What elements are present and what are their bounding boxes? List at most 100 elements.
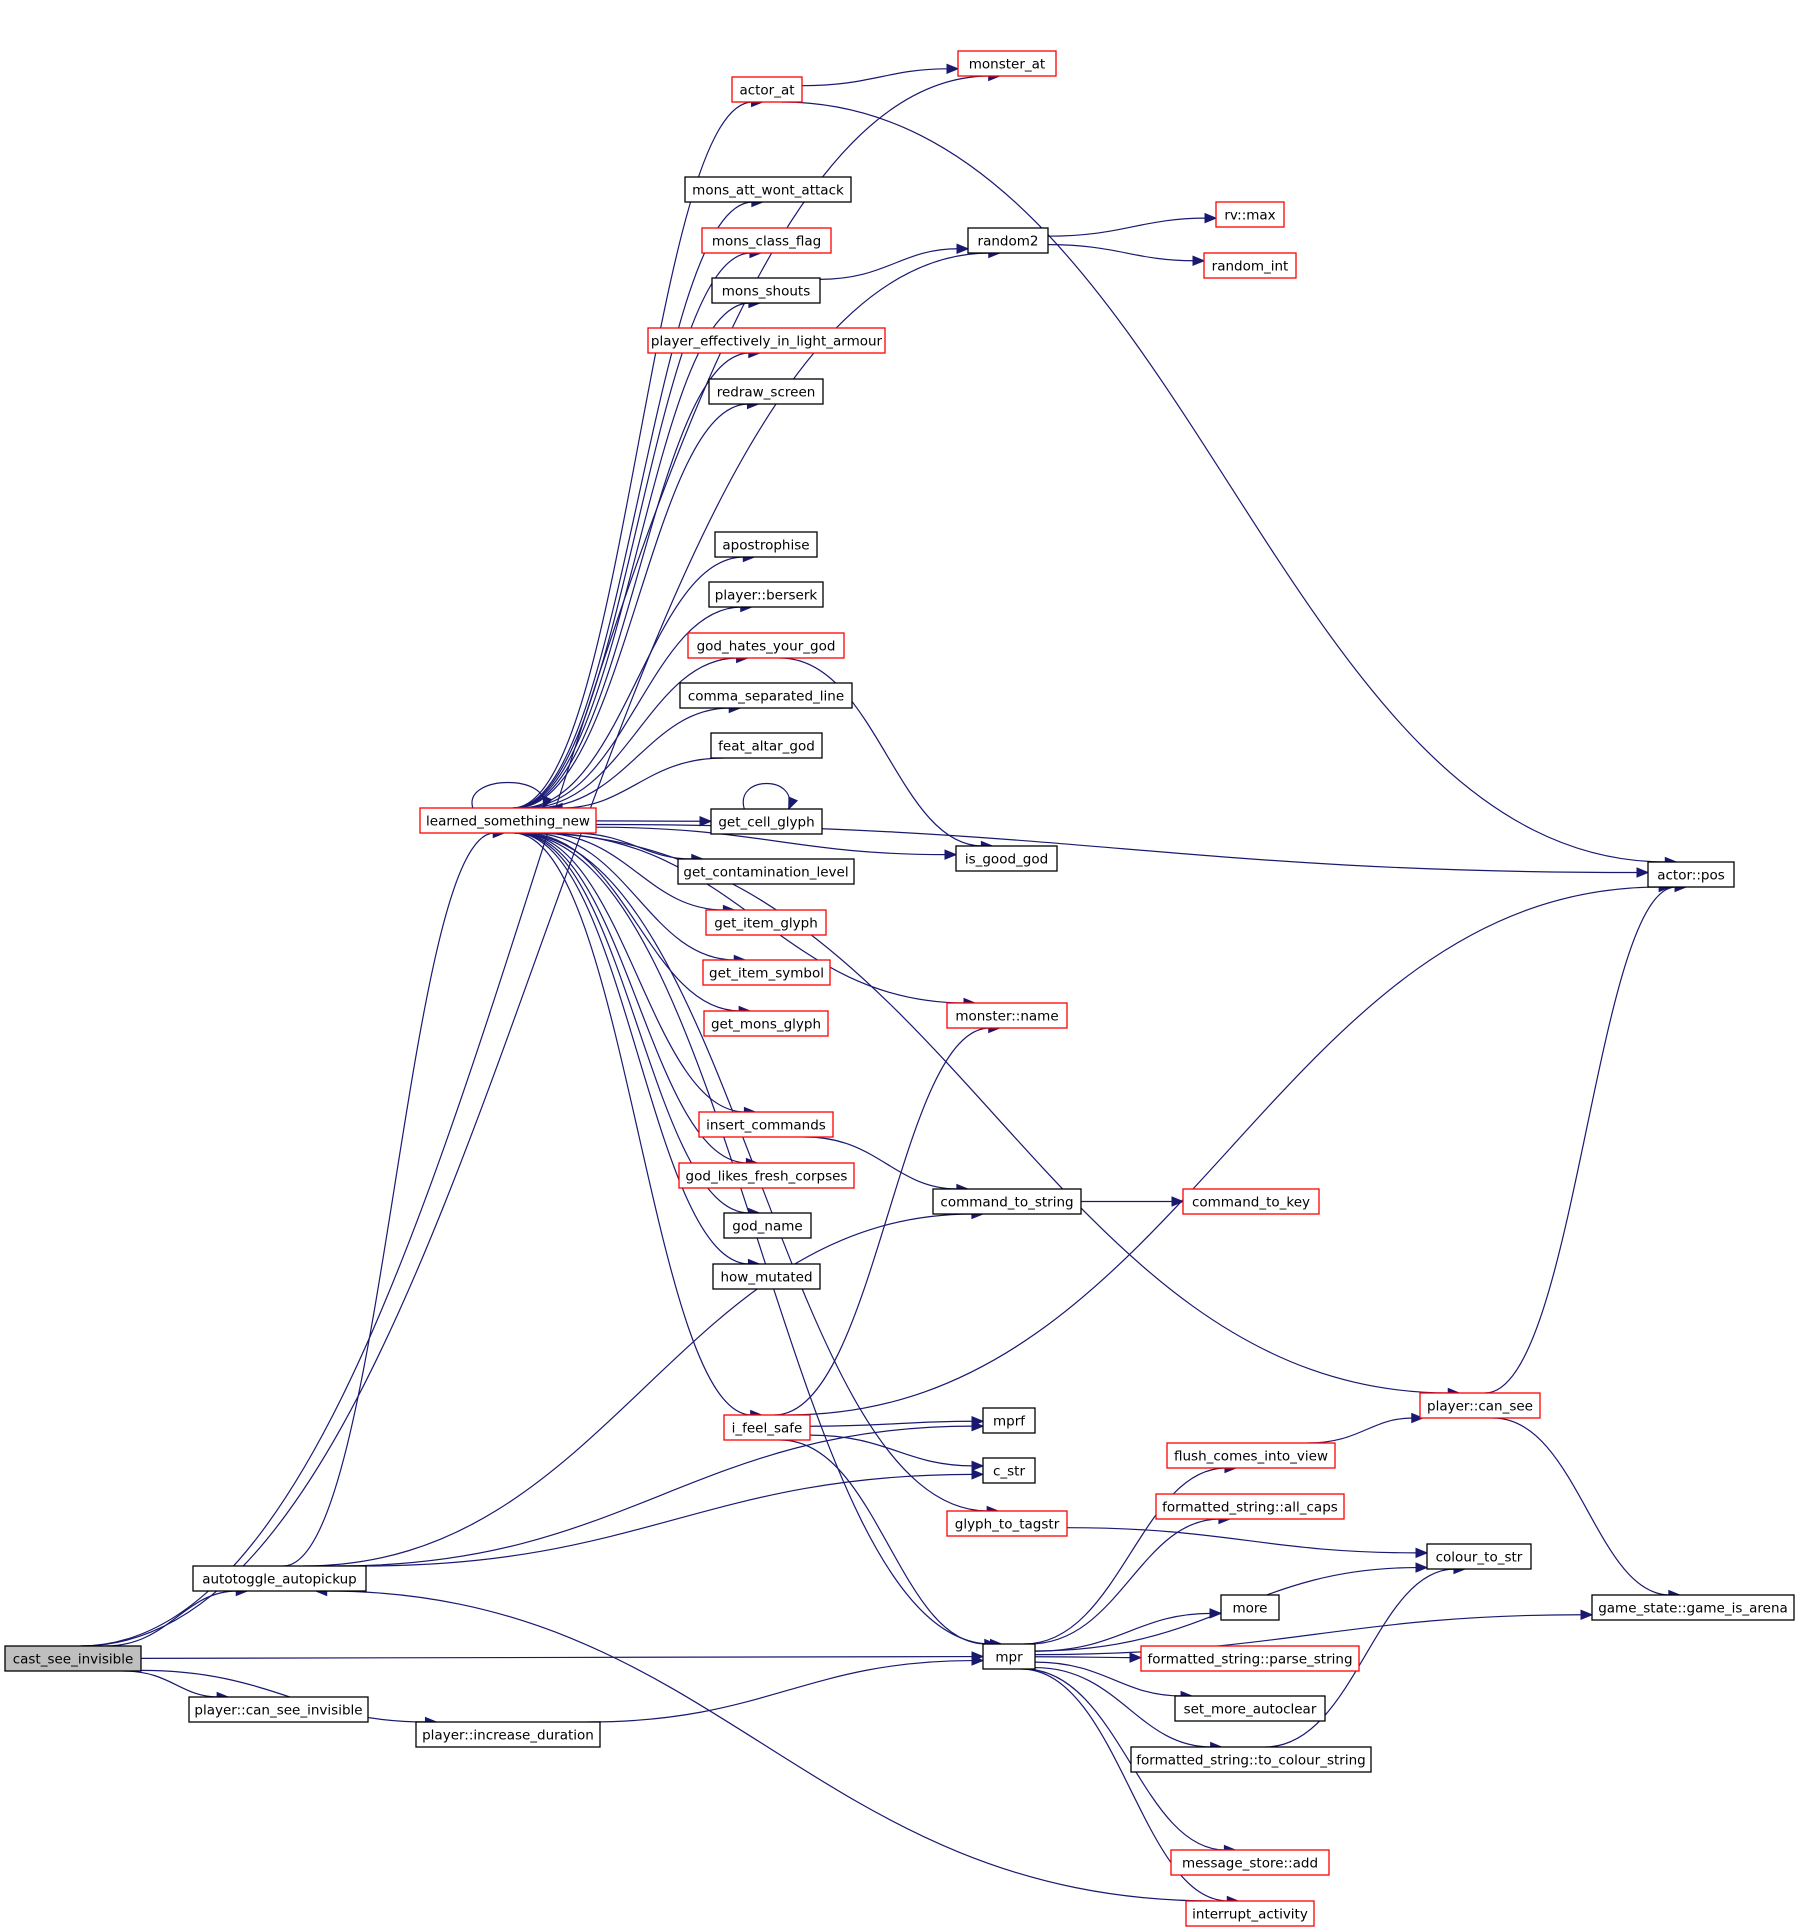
- node-flush_comes_into_view[interactable]: flush_comes_into_view: [1166, 1442, 1336, 1469]
- node-colour_to_str[interactable]: colour_to_str: [1426, 1543, 1532, 1570]
- node-get_contamination_level[interactable]: get_contamination_level: [677, 858, 855, 885]
- node-label: random2: [978, 234, 1039, 250]
- node-label: rv::max: [1224, 208, 1275, 224]
- node-feat_altar_god[interactable]: feat_altar_god: [710, 732, 823, 759]
- node-god_name[interactable]: god_name: [723, 1212, 812, 1239]
- node-cast_see_invisible[interactable]: cast_see_invisible: [4, 1645, 142, 1672]
- node-mpr[interactable]: mpr: [982, 1643, 1036, 1670]
- node-insert_commands[interactable]: insert_commands: [698, 1111, 834, 1138]
- edge-cast_see_invisible-to-mpr: [140, 1651, 985, 1662]
- edge-command_to_string-to-command_to_key: [1081, 1196, 1185, 1207]
- node-monster_at[interactable]: monster_at: [957, 50, 1057, 77]
- node-label: mons_shouts: [722, 284, 810, 300]
- node-message_store_add[interactable]: message_store::add: [1170, 1849, 1330, 1876]
- edge-learned_something_new-to-is_good_god: [595, 826, 958, 860]
- node-god_hates_your_god[interactable]: god_hates_your_god: [687, 632, 845, 659]
- node-autotoggle_autopickup[interactable]: autotoggle_autopickup: [192, 1565, 367, 1592]
- node-mons_att_wont_attack[interactable]: mons_att_wont_attack: [684, 176, 852, 203]
- node-box: [1140, 1645, 1360, 1672]
- node-label: is_good_god: [965, 852, 1048, 868]
- node-box: [679, 682, 853, 709]
- node-player_berserk[interactable]: player::berserk: [708, 581, 824, 608]
- node-i_feel_safe[interactable]: i_feel_safe: [723, 1414, 811, 1441]
- node-redraw_screen[interactable]: redraw_screen: [708, 378, 824, 405]
- node-box: [932, 1188, 1082, 1215]
- node-more[interactable]: more: [1220, 1594, 1280, 1621]
- node-box: [714, 531, 818, 558]
- edge-player_can_see-to-game_state_game_is_arena: [1493, 1417, 1682, 1601]
- edge-i_feel_safe-to-mprf: [809, 1416, 985, 1427]
- node-box: [1419, 1392, 1541, 1419]
- node-player_increase_duration[interactable]: player::increase_duration: [415, 1721, 601, 1748]
- node-comma_separated_line[interactable]: comma_separated_line: [679, 682, 853, 709]
- node-mprf[interactable]: mprf: [982, 1407, 1036, 1434]
- node-label: mons_class_flag: [712, 234, 821, 250]
- node-box: [946, 1510, 1068, 1537]
- edge-feat_altar_god-to-learned_something_new: [549, 757, 724, 814]
- node-formatted_string_to_colour_string[interactable]: formatted_string::to_colour_string: [1130, 1746, 1372, 1773]
- node-random2[interactable]: random2: [967, 227, 1049, 254]
- node-formatted_string_parse_string[interactable]: formatted_string::parse_string: [1140, 1645, 1360, 1672]
- node-c_str[interactable]: c_str: [982, 1457, 1036, 1484]
- node-get_mons_glyph[interactable]: get_mons_glyph: [703, 1010, 829, 1037]
- node-label: get_mons_glyph: [711, 1017, 821, 1033]
- node-mons_class_flag[interactable]: mons_class_flag: [701, 227, 832, 254]
- node-monster_name[interactable]: monster::name: [946, 1002, 1068, 1029]
- node-label: monster_at: [969, 57, 1045, 73]
- node-label: command_to_key: [1192, 1195, 1310, 1211]
- node-learned_something_new[interactable]: learned_something_new: [419, 807, 597, 834]
- node-god_likes_fresh_corpses[interactable]: god_likes_fresh_corpses: [678, 1162, 855, 1189]
- edge-learned_something_new-to-comma_separated_line: [533, 702, 742, 809]
- node-box: [712, 1263, 821, 1290]
- node-actor_at[interactable]: actor_at: [731, 76, 803, 103]
- node-is_good_god[interactable]: is_good_god: [955, 845, 1058, 872]
- node-label: interrupt_activity: [1192, 1907, 1308, 1923]
- node-formatted_string_all_caps[interactable]: formatted_string::all_caps: [1155, 1493, 1345, 1520]
- node-interrupt_activity[interactable]: interrupt_activity: [1185, 1900, 1315, 1927]
- node-box: [1170, 1849, 1330, 1876]
- node-box: [705, 909, 827, 936]
- node-box: [1647, 861, 1735, 888]
- node-label: actor::pos: [1657, 868, 1725, 884]
- node-get_cell_glyph[interactable]: get_cell_glyph: [710, 808, 823, 835]
- node-command_to_key[interactable]: command_to_key: [1182, 1188, 1320, 1215]
- edge-mons_shouts-to-random2: [819, 243, 970, 280]
- node-set_more_autoclear[interactable]: set_more_autoclear: [1174, 1695, 1326, 1722]
- node-label: player::increase_duration: [422, 1728, 594, 1744]
- node-box: [955, 845, 1058, 872]
- node-box: [4, 1645, 142, 1672]
- node-player_can_see_invisible[interactable]: player::can_see_invisible: [188, 1696, 369, 1723]
- node-box: [188, 1696, 369, 1723]
- node-command_to_string[interactable]: command_to_string: [932, 1188, 1082, 1215]
- node-box: [703, 1010, 829, 1037]
- node-label: formatted_string::all_caps: [1162, 1500, 1338, 1516]
- node-label: i_feel_safe: [732, 1421, 803, 1437]
- node-player_can_see[interactable]: player::can_see: [1419, 1392, 1541, 1419]
- node-label: get_item_glyph: [714, 916, 818, 932]
- node-box: [723, 1414, 811, 1441]
- node-box: [415, 1721, 601, 1748]
- edge-i_feel_safe-to-c_str: [809, 1434, 985, 1472]
- node-label: command_to_string: [940, 1195, 1073, 1211]
- node-random_int[interactable]: random_int: [1203, 252, 1297, 279]
- node-get_item_symbol[interactable]: get_item_symbol: [702, 959, 831, 986]
- node-box: [678, 1162, 855, 1189]
- node-box: [731, 76, 803, 103]
- edge-random2-to-rv_max: [1047, 212, 1218, 237]
- node-label: mons_att_wont_attack: [692, 183, 844, 199]
- node-get_item_glyph[interactable]: get_item_glyph: [705, 909, 827, 936]
- node-how_mutated[interactable]: how_mutated: [712, 1263, 821, 1290]
- node-apostrophise[interactable]: apostrophise: [714, 531, 818, 558]
- node-actor_pos[interactable]: actor::pos: [1647, 861, 1735, 888]
- node-rv_max[interactable]: rv::max: [1215, 201, 1285, 228]
- edge-get_cell_glyph-to-get_cell_glyph: [742, 782, 799, 811]
- call-graph-nodes: cast_see_invisibleautotoggle_autopickupp…: [4, 50, 1795, 1927]
- node-glyph_to_tagstr[interactable]: glyph_to_tagstr: [946, 1510, 1068, 1537]
- node-box: [967, 227, 1049, 254]
- edge-learned_something_new-to-get_item_symbol: [529, 832, 747, 966]
- node-label: player::can_see_invisible: [194, 1703, 362, 1719]
- node-player_effectively_in_light_armour[interactable]: player_effectively_in_light_armour: [647, 327, 886, 354]
- node-mons_shouts[interactable]: mons_shouts: [711, 277, 821, 304]
- node-box: [701, 227, 832, 254]
- node-game_state_game_is_arena[interactable]: game_state::game_is_arena: [1591, 1594, 1795, 1621]
